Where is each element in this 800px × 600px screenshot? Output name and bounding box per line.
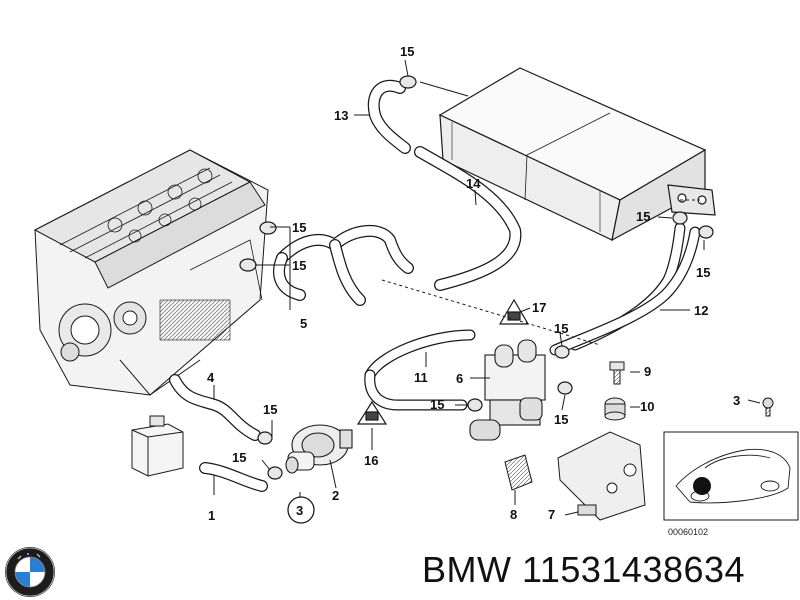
callout-15-core-right: 15 [696,265,710,280]
small-parts [504,361,774,521]
callout-15-valve-left: 15 [430,397,444,412]
hoses [169,80,701,492]
drawing-number: 00060102 [668,527,708,537]
callout-11: 11 [414,370,428,385]
callout-1: 1 [208,508,215,523]
callout-2: 2 [332,488,339,503]
coolant-bottle [131,415,184,477]
callout-15-pump-lower: 15 [232,450,246,465]
callout-17: 17 [532,300,546,315]
vehicle-location-inset: 00060102 [663,431,799,537]
callout-8: 8 [510,507,517,522]
callouts: 15 13 14 15 15 5 4 15 15 1 2 3 16 11 6 1… [207,44,740,524]
brand-name: BMW [422,549,512,590]
heater-core [438,67,716,242]
callout-15-top: 15 [400,44,414,59]
svg-text:3: 3 [296,503,303,518]
callout-4: 4 [207,370,215,385]
auxiliary-water-pump [285,424,353,474]
leader-lines [213,59,761,516]
callout-15-pump-upper: 15 [263,402,277,417]
callout-14: 14 [466,176,481,191]
callout-6: 6 [456,371,463,386]
callout-13: 13 [334,108,348,123]
callout-12: 12 [694,303,708,318]
engine-block [33,149,269,396]
callout-9: 9 [644,364,651,379]
heater-control-valve [469,339,546,441]
warning-labels [356,298,530,425]
callout-15-valve-top: 15 [554,321,568,336]
callout-3-inset: 3 [733,393,740,408]
part-title: BMW 11531438634 [422,548,798,592]
part-number: 11531438634 [522,549,746,590]
callout-15-engine-upper: 15 [292,220,306,235]
callout-5: 5 [300,316,307,331]
callout-15-engine-lower: 15 [292,258,306,273]
callout-16: 16 [364,453,378,468]
callout-15-core-left: 15 [636,209,650,224]
hose-clamps [239,75,714,480]
bmw-roundel-icon [5,547,55,597]
callout-3-circled: 3 [287,496,315,524]
callout-10: 10 [640,399,654,414]
callout-15-valve-right: 15 [554,412,568,427]
callout-7: 7 [548,507,555,522]
